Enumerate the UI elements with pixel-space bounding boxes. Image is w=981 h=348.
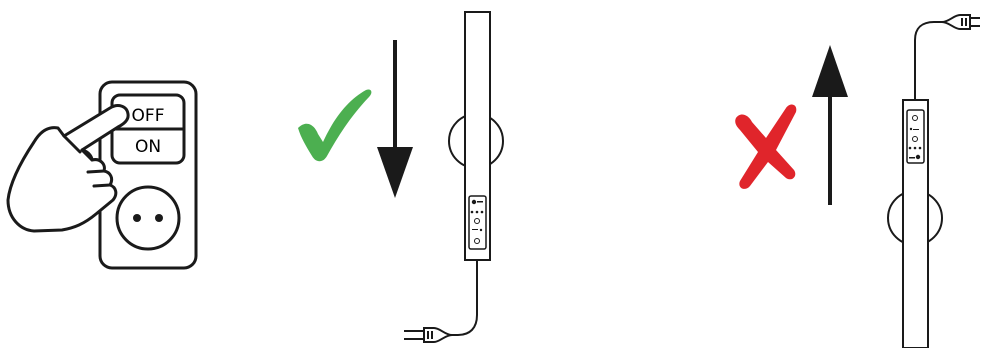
heater-rail-correct <box>449 12 503 335</box>
arrow-up-icon <box>812 45 848 205</box>
checkmark-icon <box>298 90 371 162</box>
heater-rail-incorrect <box>888 22 942 348</box>
cross-icon <box>735 105 796 189</box>
arrow-down-icon <box>377 40 413 198</box>
wall-socket-icon <box>117 187 179 249</box>
on-label: ON <box>135 137 161 157</box>
plug-icon <box>404 328 452 342</box>
control-panel <box>469 196 486 249</box>
off-label: OFF <box>132 106 165 126</box>
plug-icon <box>942 15 980 29</box>
control-panel <box>907 110 924 163</box>
